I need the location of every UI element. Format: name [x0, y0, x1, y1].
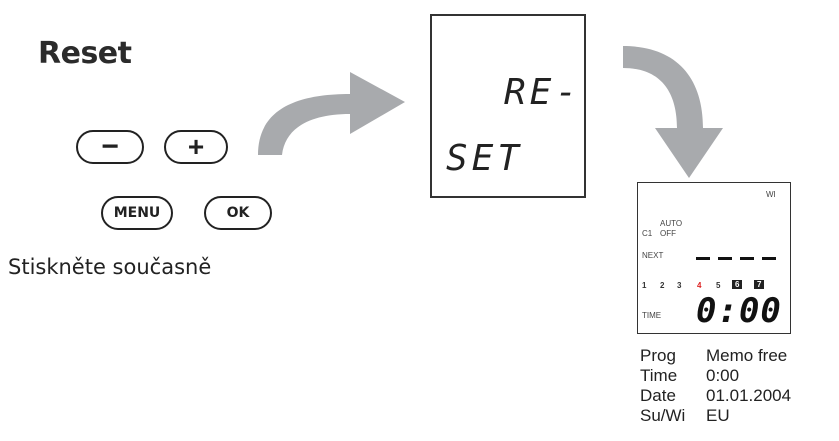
setting-key: Su/Wi	[640, 406, 686, 425]
setting-key: Prog	[640, 346, 676, 365]
lcd-day-1: 1	[642, 281, 647, 290]
lcd-day-4: 4	[697, 281, 702, 290]
minus-button[interactable]: −	[76, 130, 144, 164]
lcd-display-reset: RE- SET	[430, 14, 586, 198]
lcd-dash	[762, 257, 776, 260]
ok-button[interactable]: OK	[204, 196, 272, 230]
instruction-caption: Stiskněte současně	[8, 255, 212, 279]
lcd-off-label: OFF	[660, 229, 676, 238]
setting-value: 0:00	[706, 366, 740, 385]
lcd-day-6: 6	[732, 280, 743, 289]
lcd-day-2: 2	[660, 281, 665, 290]
plus-button[interactable]: +	[164, 130, 228, 164]
lcd-day-5: 5	[716, 281, 721, 290]
lcd-line-2: SET	[446, 138, 524, 179]
setting-key: Date	[640, 386, 676, 405]
lcd-wi-label: WI	[766, 190, 776, 199]
lcd-line-1: RE-	[504, 72, 582, 113]
lcd-next-label: NEXT	[642, 251, 664, 260]
setting-value: 01.01.2004	[706, 386, 792, 405]
lcd-dash	[718, 257, 732, 260]
menu-button[interactable]: MENU	[101, 196, 173, 230]
page-title: Reset	[38, 36, 132, 71]
lcd-time-label: TIME	[642, 311, 662, 320]
lcd-day-3: 3	[677, 281, 682, 290]
lcd-channel-label: C1	[642, 229, 653, 238]
lcd-time-value: 0:00	[696, 291, 782, 331]
lcd-dash	[696, 257, 710, 260]
curved-arrow-right-icon	[258, 72, 405, 155]
setting-value: Memo free	[706, 346, 788, 365]
lcd-day-7: 7	[754, 280, 765, 289]
curved-arrow-down-icon	[623, 46, 723, 178]
setting-value: EU	[706, 406, 730, 425]
lcd-auto-label: AUTO	[660, 219, 683, 228]
lcd-display-default: WI AUTO C1 OFF NEXT 1 2 3 4 5 6 7 TIME 0…	[637, 182, 791, 334]
setting-key: Time	[640, 366, 678, 385]
lcd-dash	[740, 257, 754, 260]
